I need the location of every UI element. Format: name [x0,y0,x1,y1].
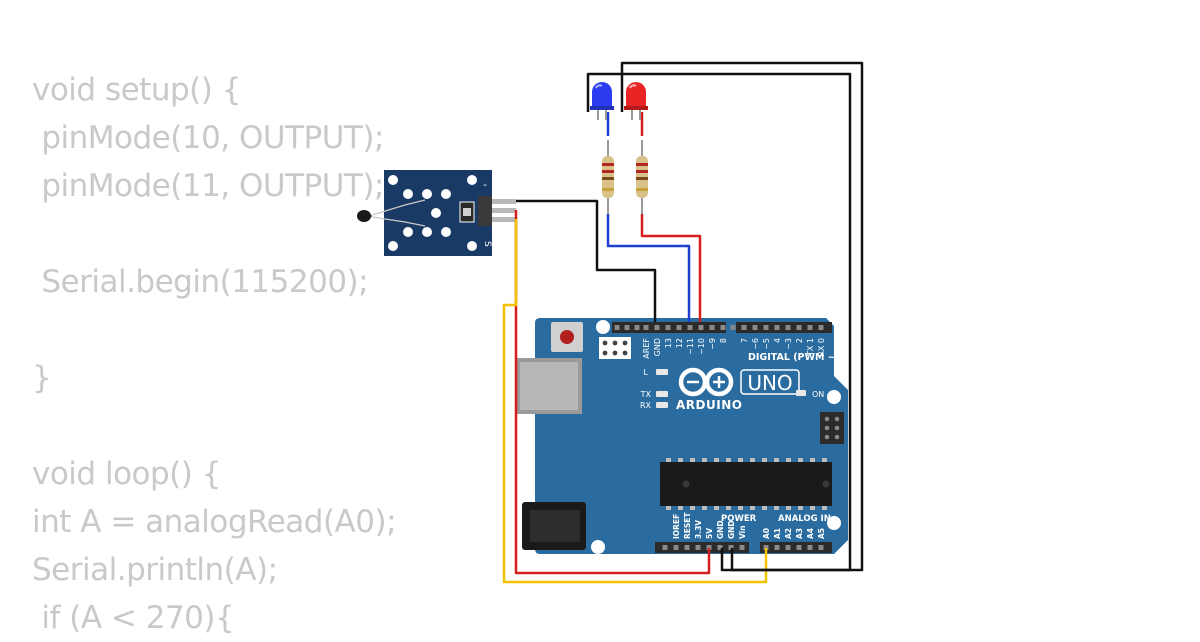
code-line: void setup() { [32,72,241,108]
arduino-logo-icon [678,367,734,397]
sensor-minus-label: - [483,178,487,191]
code-line: void loop() { [32,456,221,492]
code-line: Serial.println(A); [32,552,278,588]
wires [502,61,864,584]
analog-label: ANALOG IN [778,514,831,524]
analog-pin-label: A3 [795,528,804,539]
code-line: Serial.begin(115200); [32,264,369,300]
power-header [655,542,749,553]
power-label: POWER [721,514,757,524]
power-pin-label: GND [716,520,725,539]
arduino-logo-symbols [687,376,725,388]
digital-header-right [736,322,832,333]
reset-button-cap [560,330,574,344]
power-jack-inner [530,510,580,542]
wire-black-sensor-gnd [516,199,657,322]
rx-led [656,402,668,408]
temperature-sensor-module: - S [357,170,516,256]
rx-led-label: RX [640,401,652,410]
digital-pin-label: 8 [719,338,728,343]
analog-pin-label: A2 [784,528,793,539]
uno-badge [740,369,800,395]
wire-black-led-red-gnd [620,61,864,572]
analog-pin-label: A1 [773,528,782,539]
power-pin-label: 3.3V [694,520,703,539]
analog-pin-label: A0 [762,528,771,539]
digital-pin-label: ~9 [708,338,717,350]
analog-header [760,542,832,553]
on-led-label: ON [812,390,824,399]
usb-connector-inner [520,362,578,410]
digital-pin-label: RX 0 [817,338,826,357]
uno-text: UNO [747,371,792,395]
resistor-blue-led [602,140,614,214]
digital-pin-label: GND [653,338,662,356]
l-led-label: L [644,368,649,377]
sensor-traces [371,199,426,227]
digital-header-holes [614,325,824,330]
power-pin-label: GND [727,520,736,539]
icsp-header-top [599,337,631,359]
led-red [624,82,648,120]
tx-led-label: TX [640,390,652,399]
analog-pin-label: A5 [817,528,826,539]
analog-pin-label: A4 [806,528,815,539]
tx-led [656,391,668,397]
digital-pin-label: 12 [675,338,684,348]
digital-label: DIGITAL (PWM ~) [748,352,840,363]
l-led [656,369,668,375]
power-pin-label: RESET [683,512,692,539]
digital-pin-label: 7 [740,338,749,343]
resistor-red-led [636,140,648,214]
code-line: pinMode(10, OUTPUT); [32,120,384,156]
mounting-hole [827,516,841,530]
digital-pin-label: 13 [664,338,673,348]
mounting-hole [827,390,841,404]
power-pin-label: 5V [705,528,714,539]
on-led [796,390,806,396]
power-pin-label: IOREF [672,514,681,539]
digital-pin-label: ~6 [751,338,760,350]
code-listing: void setup() { pinMode(10, OUTPUT); pinM… [32,66,397,642]
digital-pin-label: ~11 [686,338,695,355]
mounting-hole [596,320,610,334]
sensor-pin-header [478,196,492,226]
wire-blue-resistor-to-pin11 [606,214,691,322]
digital-pin-label: 2 [795,338,804,343]
mounting-hole [591,540,605,554]
wire-red-resistor-to-pin10 [640,214,702,322]
digital-pin-label: AREF [642,338,651,359]
power-pin-label: Vin [738,525,747,539]
wire-red-sensor-5v [514,210,711,575]
wire-yellow-sensor-a0 [502,219,768,584]
arduino-brand-text: ARDUINO [676,398,742,412]
digital-pin-label: ~5 [762,338,771,350]
thermistor-icon [357,210,371,222]
digital-pin-label: ~3 [784,338,793,350]
digital-pin-label: 4 [773,338,782,343]
atmega-chip [660,458,832,510]
digital-pin-label: ~10 [697,338,706,355]
code-line: } [32,360,52,396]
led-blue [590,82,614,120]
wire-black-led-blue-gnd [586,72,852,572]
code-line: pinMode(11, OUTPUT); [32,168,384,204]
icsp-header-right [820,412,844,444]
bottom-header-holes [662,545,824,550]
digital-pin-label: TX 1 [806,338,815,357]
sensor-s-label: S [482,241,492,247]
code-line: int A = analogRead(A0); [32,504,397,540]
